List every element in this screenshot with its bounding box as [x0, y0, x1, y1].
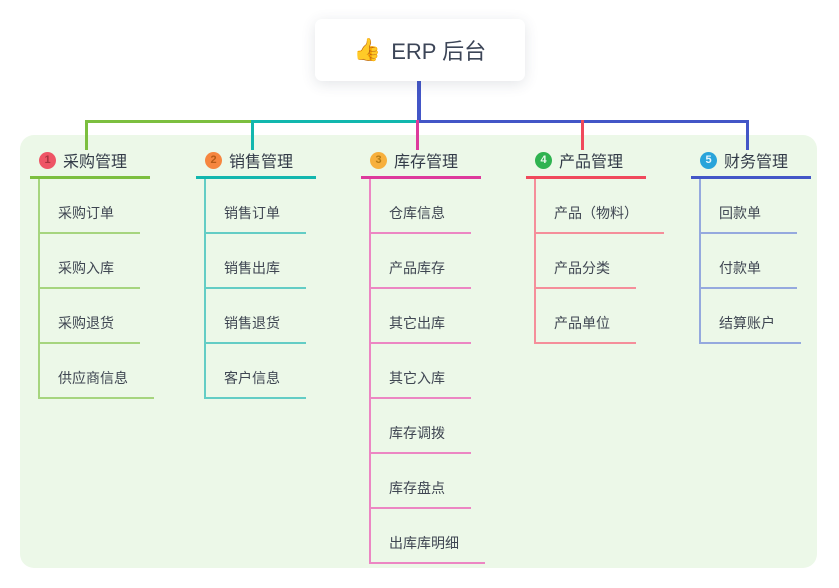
sub-topic-label: 回款单: [719, 205, 761, 221]
connector-segment-teal: [252, 120, 417, 123]
sub-topic-label: 销售出库: [224, 260, 280, 276]
sub-topic-label: 供应商信息: [58, 370, 128, 386]
sub-topic[interactable]: 采购入库: [38, 234, 140, 289]
root-topic[interactable]: 👍 ERP 后台: [315, 19, 525, 81]
branch-topic[interactable]: 4 产品管理: [526, 146, 658, 174]
branch-underline: [526, 176, 646, 179]
sub-topic[interactable]: 销售退货: [204, 289, 306, 344]
branch-underline: [196, 176, 316, 179]
branch-topic[interactable]: 5 财务管理: [691, 146, 823, 174]
branch-inventory-management: 3 库存管理 仓库信息产品库存其它出库其它入库库存调拨库存盘点出库库明细: [361, 146, 493, 564]
sub-topic-label: 采购入库: [58, 260, 114, 276]
sub-topic[interactable]: 产品库存: [369, 234, 471, 289]
sub-topic[interactable]: 采购退货: [38, 289, 140, 344]
sub-topic-label: 销售订单: [224, 205, 280, 221]
sub-topic[interactable]: 付款单: [699, 234, 797, 289]
connector-vertical-line: [699, 179, 701, 344]
sub-topic[interactable]: 产品分类: [534, 234, 636, 289]
drop-line-branch-5: [746, 120, 749, 150]
sub-topic-label: 采购订单: [58, 205, 114, 221]
sub-topic[interactable]: 出库库明细: [369, 509, 485, 564]
branch-topic[interactable]: 2 销售管理: [196, 146, 328, 174]
sub-topic-label: 库存盘点: [389, 480, 445, 496]
branch-product-management: 4 产品管理 产品（物料） 产品分类产品单位: [526, 146, 664, 344]
sub-topic-label: 其它出库: [389, 315, 445, 331]
thumbs-up-icon: 👍: [353, 37, 382, 62]
sub-topic[interactable]: 销售订单: [204, 179, 306, 234]
branch-purchase-management: 1 采购管理 采购订单采购入库采购退货供应商信息: [30, 146, 162, 399]
drop-line-branch-3: [416, 120, 419, 150]
number-badge-icon: 4: [535, 151, 552, 169]
sub-topic-label: 客户信息: [224, 370, 280, 386]
branch-topic-label: 库存管理: [394, 154, 459, 171]
sub-topic[interactable]: 仓库信息: [369, 179, 471, 234]
sub-topic-label: 其它入库: [389, 370, 445, 386]
sub-topic[interactable]: 供应商信息: [38, 344, 154, 399]
sub-topic[interactable]: 产品单位: [534, 289, 636, 344]
sub-topic-label: 销售退货: [224, 315, 280, 331]
number-badge-icon: 2: [205, 151, 222, 169]
sub-topic[interactable]: 采购订单: [38, 179, 140, 234]
trunk-connector-line: [417, 81, 421, 122]
branch-topic-label: 财务管理: [724, 154, 789, 171]
sub-topic[interactable]: 其它入库: [369, 344, 471, 399]
sub-topic[interactable]: 库存调拨: [369, 399, 471, 454]
branches-background-panel: [20, 135, 817, 568]
sub-topic[interactable]: 结算账户: [699, 289, 801, 344]
branch-underline: [361, 176, 481, 179]
branch-topic-label: 销售管理: [229, 154, 294, 171]
sub-topic[interactable]: 回款单: [699, 179, 797, 234]
sub-topic-label: 采购退货: [58, 315, 114, 331]
sub-topic-label: 库存调拨: [389, 425, 445, 441]
branch-topic-label: 产品管理: [559, 154, 624, 171]
sub-topic[interactable]: 销售出库: [204, 234, 306, 289]
sub-topic-label: 产品单位: [554, 315, 610, 331]
sub-topic[interactable]: 客户信息: [204, 344, 306, 399]
sub-topic[interactable]: 其它出库: [369, 289, 471, 344]
branch-children: 回款单付款单结算账户: [699, 179, 823, 344]
drop-line-branch-1: [85, 120, 88, 150]
connector-vertical-line: [38, 179, 40, 399]
drop-line-branch-2: [251, 120, 254, 150]
number-badge-icon: 3: [370, 151, 387, 169]
branch-finance-management: 5 财务管理 回款单付款单结算账户: [691, 146, 823, 344]
connector-vertical-line: [534, 179, 536, 344]
sub-topic-label: 出库库明细: [389, 535, 459, 551]
sub-topic-label: 产品（物料）: [554, 205, 638, 221]
number-badge-icon: 1: [39, 151, 56, 169]
sub-topic-label: 付款单: [719, 260, 761, 276]
branch-children: 采购订单采购入库采购退货供应商信息: [38, 179, 162, 399]
connector-vertical-line: [369, 179, 371, 564]
connector-segment-green: [85, 120, 252, 123]
branch-underline: [691, 176, 811, 179]
root-topic-label: ERP 后台: [391, 39, 487, 64]
branch-topic[interactable]: 1 采购管理: [30, 146, 162, 174]
branch-children: 产品（物料） 产品分类产品单位: [534, 179, 664, 344]
branch-topic[interactable]: 3 库存管理: [361, 146, 493, 174]
branch-children: 仓库信息产品库存其它出库其它入库库存调拨库存盘点出库库明细: [369, 179, 493, 564]
sub-topic-label: 产品分类: [554, 260, 610, 276]
branch-children: 销售订单销售出库销售退货客户信息: [204, 179, 328, 399]
connector-vertical-line: [204, 179, 206, 399]
number-badge-icon: 5: [700, 151, 717, 169]
branch-underline: [30, 176, 150, 179]
branch-sales-management: 2 销售管理 销售订单销售出库销售退货客户信息: [196, 146, 328, 399]
drop-line-branch-4: [581, 120, 584, 150]
sub-topic-label: 产品库存: [389, 260, 445, 276]
sub-topic-label: 结算账户: [719, 315, 775, 331]
sub-topic[interactable]: 产品（物料）: [534, 179, 664, 234]
sub-topic[interactable]: 库存盘点: [369, 454, 471, 509]
branch-topic-label: 采购管理: [63, 154, 128, 171]
sub-topic-label: 仓库信息: [389, 205, 445, 221]
